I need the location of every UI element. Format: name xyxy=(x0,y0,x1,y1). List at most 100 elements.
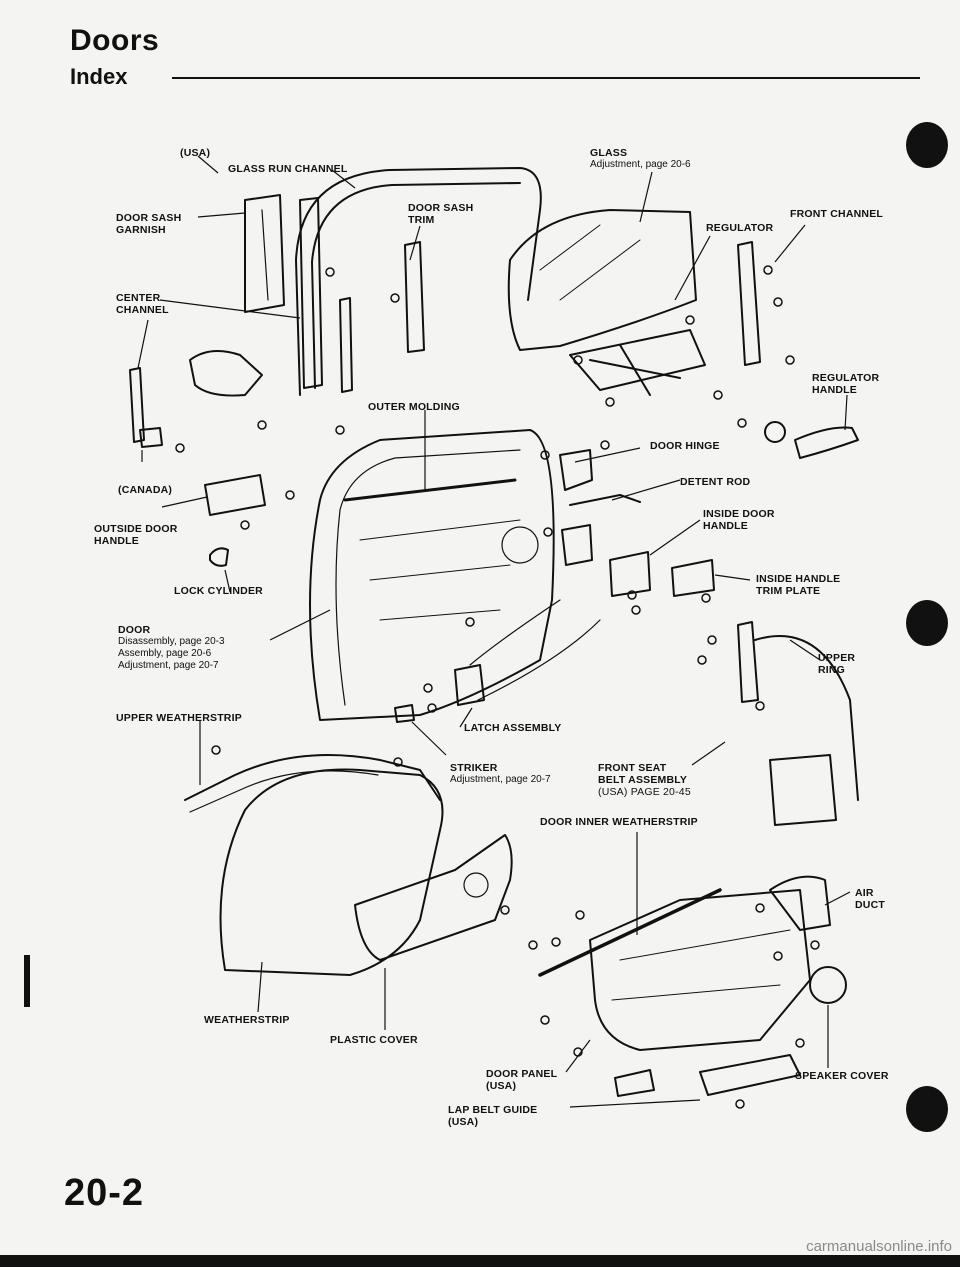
tab-marker-dot xyxy=(906,122,948,168)
leader-line xyxy=(714,574,751,581)
leader-line xyxy=(691,741,726,766)
door-panel-part xyxy=(611,984,781,1001)
tab-marker-dot xyxy=(906,600,948,646)
lock-cylinder-part xyxy=(209,547,229,567)
label-canada: (CANADA) xyxy=(118,484,173,496)
page-number: 20-2 xyxy=(64,1172,145,1214)
leader-line xyxy=(224,569,231,593)
door-sash-garnish-part xyxy=(244,194,285,313)
label-glass-adjustment: Adjustment, page 20-6 xyxy=(590,159,691,170)
center-channel-part xyxy=(129,367,145,443)
door-shell-part xyxy=(335,449,521,706)
lap-belt-guide-part xyxy=(699,1054,801,1096)
latch-assembly-part xyxy=(477,619,601,701)
label-regulator: REGULATOR xyxy=(706,222,774,234)
door-shell-part xyxy=(501,526,539,564)
leader-line xyxy=(331,169,356,189)
header-rule xyxy=(172,77,920,79)
label-latch-assembly: LATCH ASSEMBLY xyxy=(464,722,562,734)
mirror-part xyxy=(189,350,263,397)
door-sash-garnish-part xyxy=(261,209,269,301)
label-outer-molding: OUTER MOLDING xyxy=(368,401,460,413)
label-glass: GLASS xyxy=(590,147,628,159)
leader-line xyxy=(161,496,208,508)
label-plastic-cover: PLASTIC COVER xyxy=(330,1034,418,1046)
door-hinge-part xyxy=(561,524,593,566)
regulator-handle-part xyxy=(764,421,786,443)
label-striker: STRIKER xyxy=(450,762,498,774)
outer-molding-part xyxy=(343,478,517,502)
regulator-part xyxy=(619,344,651,396)
detent-rod-part xyxy=(569,494,641,506)
air-duct-part xyxy=(769,875,831,931)
label-door-inner-weatherstrip: DOOR INNER WEATHERSTRIP xyxy=(540,816,698,828)
leader-line xyxy=(774,224,806,263)
door-panel-part xyxy=(619,929,791,961)
inside-handle-trim-part xyxy=(671,559,715,597)
page-title: Doors xyxy=(70,24,160,57)
leader-line xyxy=(159,299,301,319)
inside-door-handle-part xyxy=(609,551,651,597)
glass-part xyxy=(559,239,641,301)
label-weatherstrip: WEATHERSTRIP xyxy=(204,1014,290,1026)
label-door: DOOR xyxy=(118,624,151,636)
label-front-channel: FRONT CHANNEL xyxy=(790,208,884,220)
tab-marker-dot xyxy=(906,1086,948,1132)
center-channel-part xyxy=(139,427,163,448)
door-shell-part xyxy=(359,519,521,621)
leader-line xyxy=(574,447,641,463)
front-channel-part xyxy=(737,241,761,366)
label-door-panel: DOOR PANEL(USA) xyxy=(486,1068,558,1092)
leader-line xyxy=(569,1099,701,1108)
watermark-text: carmanualsonline.info xyxy=(806,1238,952,1255)
label-detent-rod: DETENT ROD xyxy=(680,476,751,488)
seat-belt-part xyxy=(754,635,859,801)
center-channel-part xyxy=(299,197,323,389)
leader-line xyxy=(197,155,219,174)
plastic-cover-part xyxy=(463,872,489,898)
leader-line xyxy=(269,609,331,641)
label-glass-run-channel: GLASS RUN CHANNEL xyxy=(228,163,348,175)
label-speaker-cover: SPEAKER COVER xyxy=(795,1070,889,1082)
footer-bar xyxy=(0,1255,960,1267)
speaker-cover-part xyxy=(809,966,847,1004)
leader-line xyxy=(611,479,681,501)
plastic-cover-part xyxy=(354,834,513,961)
leader-line xyxy=(824,891,851,906)
leader-line xyxy=(674,235,711,301)
label-upper-weatherstrip: UPPER WEATHERSTRIP xyxy=(116,712,242,724)
leader-line xyxy=(459,707,473,728)
seat-belt-part xyxy=(737,621,759,703)
door-sash-trim-part xyxy=(339,297,353,393)
door-hinge-part xyxy=(559,449,593,491)
weatherstrip-part xyxy=(219,768,444,976)
leader-line xyxy=(649,519,701,556)
label-lap-belt-guide: LAP BELT GUIDE(USA) xyxy=(448,1104,538,1128)
glass-part xyxy=(507,209,697,351)
door-sash-trim-part xyxy=(404,241,425,353)
lap-belt-guide-part xyxy=(614,1069,655,1097)
leader-line xyxy=(409,225,421,261)
leader-line xyxy=(639,171,653,223)
striker-part xyxy=(394,704,415,723)
label-usa: (USA) xyxy=(180,147,211,159)
leader-line xyxy=(844,394,848,431)
latch-assembly-part xyxy=(454,664,485,706)
binding-mark xyxy=(24,955,30,1007)
regulator-handle-part xyxy=(794,426,859,459)
latch-assembly-part xyxy=(469,599,561,666)
label-lock-cylinder: LOCK CYLINDER xyxy=(174,585,263,597)
section-subtitle: Index xyxy=(70,64,128,89)
upper-weatherstrip-part xyxy=(189,770,379,813)
label-striker-adjustment: Adjustment, page 20-7 xyxy=(450,774,551,785)
